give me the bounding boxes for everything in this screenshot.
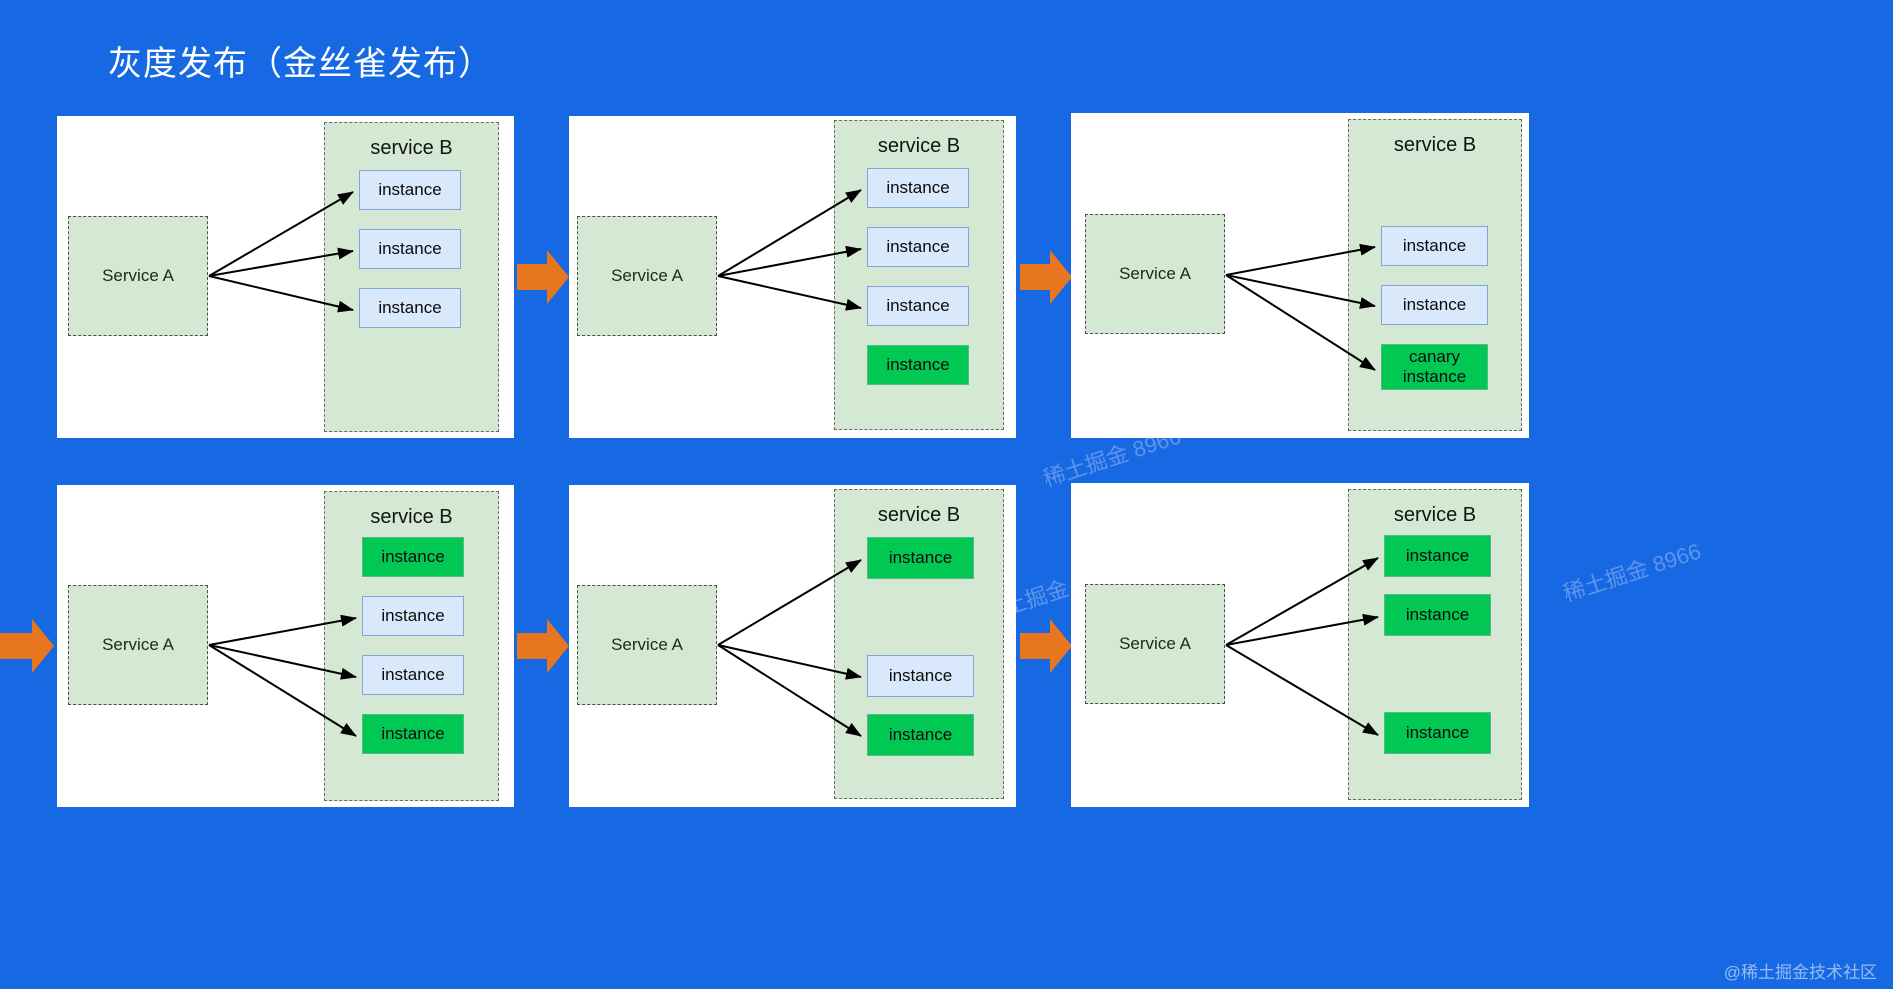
instance-label: instance	[888, 725, 953, 745]
instance-label: instance	[886, 296, 950, 316]
instance-label: instance	[378, 298, 442, 318]
service-b-label: service B	[370, 506, 453, 528]
instance-box[interactable]: instance	[1384, 594, 1491, 636]
instance-label: instance	[1405, 546, 1470, 566]
service-b-label: service B	[1393, 504, 1477, 526]
instance-box[interactable]: instance	[359, 229, 461, 269]
routing-arrows	[1225, 243, 1376, 371]
routing-arrows	[1225, 557, 1379, 736]
service-a-box[interactable]: Service A	[1085, 214, 1225, 334]
instance-box[interactable]: instance	[867, 655, 974, 697]
instance-label: instance	[378, 180, 442, 200]
instance-box[interactable]: instance	[867, 168, 969, 208]
instance-label: instance	[1402, 236, 1467, 256]
instance-label: instance	[888, 666, 953, 686]
panel-3: Service A service B instance instance ca…	[1071, 113, 1529, 438]
instance-box[interactable]: instance	[867, 714, 974, 756]
instance-box[interactable]: instance	[359, 170, 461, 210]
panel-6: Service A service B instance instance in…	[1071, 483, 1529, 807]
instance-box[interactable]: instance	[1381, 285, 1488, 325]
page-title: 灰度发布（金丝雀发布）	[108, 45, 493, 83]
step-arrow-1-2	[515, 248, 571, 311]
service-b-label: service B	[877, 135, 961, 157]
panel-4: Service A service B instance instance in…	[57, 485, 514, 807]
instance-label: instance	[381, 724, 445, 744]
routing-arrows	[208, 191, 354, 313]
routing-arrows	[208, 614, 357, 737]
instance-label: instance	[381, 547, 445, 567]
step-arrow-5-6	[1018, 617, 1074, 680]
instance-label: instance	[378, 239, 442, 259]
instance-label: instance	[1405, 605, 1470, 625]
instance-box[interactable]: instance	[362, 655, 464, 695]
instance-box[interactable]: instance	[362, 714, 464, 754]
instance-box[interactable]: instance	[362, 537, 464, 577]
service-a-label: Service A	[611, 635, 683, 654]
instance-label: instance	[886, 355, 950, 375]
instance-label: instance	[381, 606, 445, 626]
instance-box-canary[interactable]: canary instance	[1381, 344, 1488, 390]
instance-box-canary[interactable]: instance	[867, 345, 969, 385]
instance-label: instance	[1405, 723, 1470, 743]
panel-5: Service A service B instance instance in…	[569, 485, 1016, 807]
step-arrow-4-5	[515, 617, 571, 680]
service-a-box[interactable]: Service A	[1085, 584, 1225, 704]
instance-box[interactable]: instance	[1384, 712, 1491, 754]
instance-box[interactable]: instance	[867, 227, 969, 267]
instance-label: instance	[886, 178, 950, 198]
instance-label: canary instance	[1402, 347, 1467, 386]
service-a-label: Service A	[102, 635, 174, 654]
instance-box[interactable]: instance	[359, 288, 461, 328]
service-a-label: Service A	[1119, 634, 1191, 653]
panel-1: Service A service B instance instance in…	[57, 116, 514, 438]
service-b-label: service B	[877, 504, 961, 526]
service-a-box[interactable]: Service A	[68, 585, 208, 705]
instance-label: instance	[888, 548, 953, 568]
instance-box[interactable]: instance	[1381, 226, 1488, 266]
instance-box[interactable]: instance	[1384, 535, 1491, 577]
service-a-box[interactable]: Service A	[577, 585, 717, 705]
instance-label: instance	[381, 665, 445, 685]
service-a-label: Service A	[102, 266, 174, 285]
watermark: 稀土掘金 8966	[1560, 538, 1704, 607]
instance-label: instance	[886, 237, 950, 257]
watermark-credit: @稀土掘金技术社区	[1723, 963, 1877, 982]
service-a-box[interactable]: Service A	[68, 216, 208, 336]
instance-box[interactable]: instance	[867, 286, 969, 326]
step-arrow-3-4	[0, 617, 56, 680]
service-a-label: Service A	[611, 266, 683, 285]
routing-arrows	[717, 559, 862, 737]
panel-2: Service A service B instance instance in…	[569, 116, 1016, 438]
service-a-box[interactable]: Service A	[577, 216, 717, 336]
service-b-container[interactable]: service B	[324, 122, 499, 432]
service-a-label: Service A	[1119, 264, 1191, 283]
service-b-label: service B	[1393, 134, 1477, 156]
instance-box[interactable]: instance	[867, 537, 974, 579]
instance-box[interactable]: instance	[362, 596, 464, 636]
step-arrow-2-3	[1018, 248, 1074, 311]
service-b-label: service B	[370, 137, 453, 159]
instance-label: instance	[1402, 295, 1467, 315]
routing-arrows	[717, 189, 862, 311]
